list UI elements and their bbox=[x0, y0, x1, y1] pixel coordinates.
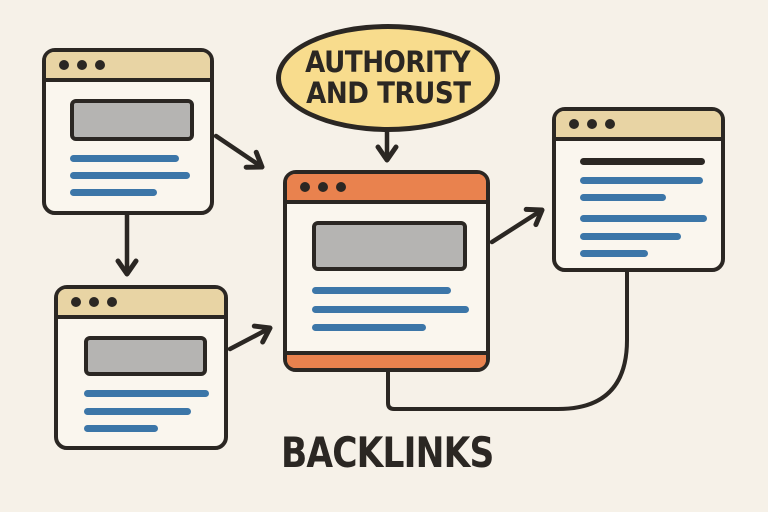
window-content bbox=[58, 336, 224, 432]
placeholder-text-line bbox=[580, 215, 707, 222]
placeholder-text-line bbox=[580, 233, 681, 240]
top-left-browser-window bbox=[42, 48, 214, 215]
window-content bbox=[46, 99, 210, 196]
window-footer-bar bbox=[287, 351, 486, 368]
window-titlebar bbox=[287, 174, 486, 204]
window-dot-icon bbox=[71, 297, 81, 307]
window-dot-icon bbox=[605, 119, 615, 129]
authority-trust-bubble: AUTHORITY AND TRUST bbox=[276, 24, 500, 132]
image-placeholder bbox=[312, 221, 467, 271]
link-center-to-right-elbow bbox=[386, 269, 629, 411]
window-dot-icon bbox=[77, 60, 87, 70]
window-titlebar bbox=[556, 111, 721, 141]
window-dot-icon bbox=[587, 119, 597, 129]
placeholder-text-line bbox=[580, 194, 666, 201]
window-dot-icon bbox=[107, 297, 117, 307]
window-dot-icon bbox=[569, 119, 579, 129]
placeholder-text-line bbox=[84, 425, 158, 432]
window-dot-icon bbox=[300, 182, 310, 192]
window-dot-icon bbox=[89, 297, 99, 307]
placeholder-text-line bbox=[312, 306, 469, 313]
bubble-text-line2: AND TRUST bbox=[305, 76, 471, 110]
right-browser-window bbox=[552, 107, 725, 272]
arrow-bottomleft-to-center bbox=[227, 323, 273, 352]
window-content bbox=[556, 158, 721, 257]
placeholder-text-line bbox=[70, 155, 179, 162]
placeholder-text-line bbox=[312, 287, 451, 294]
placeholder-text-line bbox=[580, 177, 703, 184]
window-titlebar bbox=[58, 289, 224, 319]
image-placeholder bbox=[84, 336, 207, 376]
window-dot-icon bbox=[336, 182, 346, 192]
placeholder-text-line bbox=[70, 172, 190, 179]
window-dot-icon bbox=[318, 182, 328, 192]
window-dot-icon bbox=[95, 60, 105, 70]
placeholder-text-line bbox=[84, 408, 191, 415]
arrow-center-to-right bbox=[489, 206, 545, 245]
window-dot-icon bbox=[59, 60, 69, 70]
arrow-topleft-to-center bbox=[213, 133, 265, 170]
center-browser-window bbox=[283, 170, 490, 372]
placeholder-text-line bbox=[580, 250, 648, 257]
placeholder-text-line bbox=[312, 324, 426, 331]
backlinks-caption: BACKLINKS bbox=[280, 428, 494, 477]
window-titlebar bbox=[46, 52, 210, 82]
placeholder-heading-line bbox=[580, 158, 705, 165]
image-placeholder bbox=[70, 99, 194, 141]
window-content bbox=[287, 221, 486, 331]
placeholder-text-line bbox=[84, 390, 209, 397]
placeholder-text-line bbox=[70, 189, 157, 196]
bubble-text-line1: AUTHORITY bbox=[305, 44, 471, 79]
bottom-left-browser-window bbox=[54, 285, 228, 450]
